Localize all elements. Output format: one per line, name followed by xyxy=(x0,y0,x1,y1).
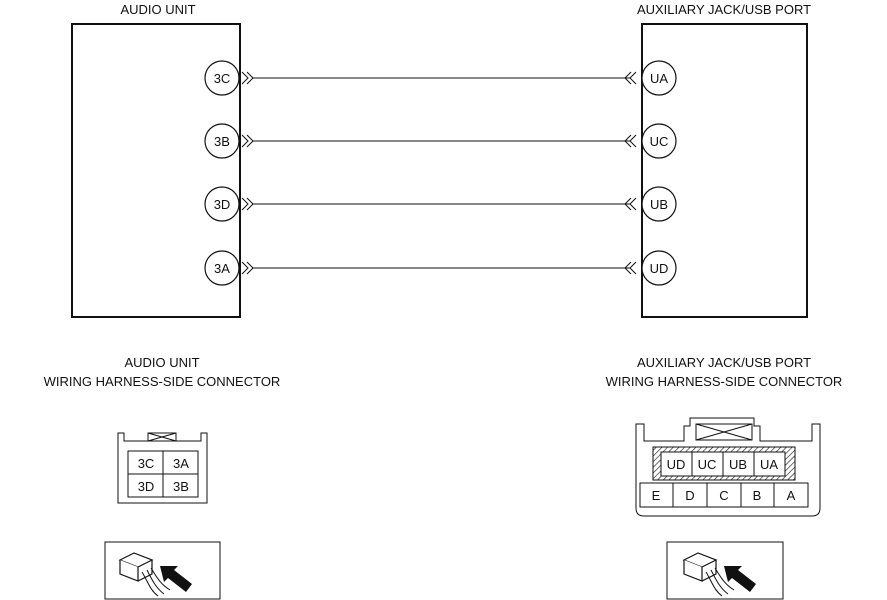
wire-1: 3C UA xyxy=(204,60,677,96)
audio-unit-box xyxy=(71,23,241,318)
left-cell-3c: 3C xyxy=(138,456,155,471)
pin-3c xyxy=(204,60,240,96)
left-cell-3d: 3D xyxy=(138,479,155,494)
right-cell-e: E xyxy=(652,488,661,503)
aux-port-title: AUXILIARY JACK/USB PORT xyxy=(637,2,811,17)
right-cell-ub: UB xyxy=(729,457,747,472)
pin-3a-label: 3A xyxy=(214,261,230,276)
wire-3: 3D UB xyxy=(204,186,677,222)
pin-3a xyxy=(204,250,240,286)
pin-3c-label: 3C xyxy=(214,71,231,86)
right-cell-ua: UA xyxy=(760,457,778,472)
pin-uc xyxy=(641,123,677,159)
left-cell-3a: 3A xyxy=(173,456,189,471)
audio-unit-title: AUDIO UNIT xyxy=(120,2,195,17)
left-connector-title-line1: AUDIO UNIT xyxy=(124,355,199,370)
right-cell-a: A xyxy=(787,488,796,503)
pin-ua xyxy=(641,60,677,96)
left-connector-title-line2: WIRING HARNESS-SIDE CONNECTOR xyxy=(44,374,281,389)
right-harness-connector: UD UC UB UA E D C B A xyxy=(635,417,821,517)
wire-2: 3B UC xyxy=(204,123,677,159)
pin-3d-label: 3D xyxy=(214,197,231,212)
harness-side-view-icon xyxy=(104,541,221,600)
right-cell-c: C xyxy=(719,488,728,503)
pin-3b xyxy=(204,123,240,159)
pin-ub-label: UB xyxy=(650,197,668,212)
right-connector-title-line1: AUXILIARY JACK/USB PORT xyxy=(637,355,811,370)
right-cell-ud: UD xyxy=(667,457,686,472)
pin-3d xyxy=(204,186,240,222)
left-cell-3b: 3B xyxy=(173,479,189,494)
pin-uc-label: UC xyxy=(650,134,669,149)
pin-ua-label: UA xyxy=(650,71,668,86)
pin-ud-label: UD xyxy=(650,261,669,276)
right-cell-b: B xyxy=(753,488,762,503)
left-harness-connector: 3C 3A 3D 3B xyxy=(117,432,208,504)
pin-3b-label: 3B xyxy=(214,134,230,149)
right-cell-d: D xyxy=(685,488,694,503)
harness-side-view-icon xyxy=(666,541,784,600)
pin-ud xyxy=(641,250,677,286)
pin-ub xyxy=(641,186,677,222)
right-connector-title-line2: WIRING HARNESS-SIDE CONNECTOR xyxy=(606,374,843,389)
right-cell-uc: UC xyxy=(698,457,717,472)
wire-4: 3A UD xyxy=(204,250,677,286)
aux-port-box xyxy=(641,23,808,318)
